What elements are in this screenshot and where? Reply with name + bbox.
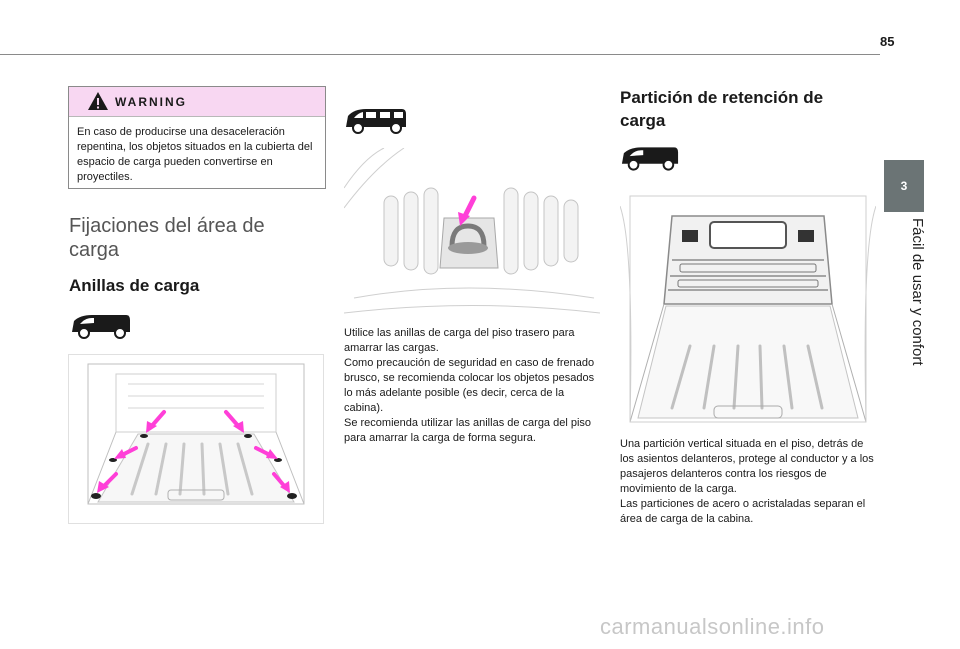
warning-header: WARNING [69,87,325,117]
subsection-title-particion: Partición de retención de carga [620,88,824,130]
van-icon [72,315,130,339]
page-number: 85 [880,34,895,49]
top-rule [0,54,880,55]
cargo-partition-illustration [620,186,876,430]
chapter-tab[interactable]: 3 [884,160,924,212]
subsection-title-anillas: Anillas de carga [69,276,200,295]
minivan-icon [346,109,406,134]
anillas-body-text: Utilice las anillas de carga del piso tr… [344,327,595,444]
chapter-label: Fácil de usar y confort [909,218,926,366]
warning-title: WARNING [115,95,187,109]
watermark: carmanualsonline.info [600,614,825,639]
warning-box: WARNING En caso de producirse una desace… [68,86,326,189]
warning-triangle-icon [88,92,108,110]
cargo-floor-rings-illustration [68,354,324,524]
arrow-icon [97,410,290,493]
van-icon [621,147,679,171]
particion-body-text: Una partición vertical situada en el pis… [620,438,874,525]
arrow-icon [458,195,477,226]
section-title: Fijaciones del área de carga [69,215,265,261]
floor-ring-closeup-illustration [344,148,600,318]
warning-text: En caso de producirse una desaceleración… [77,126,313,183]
